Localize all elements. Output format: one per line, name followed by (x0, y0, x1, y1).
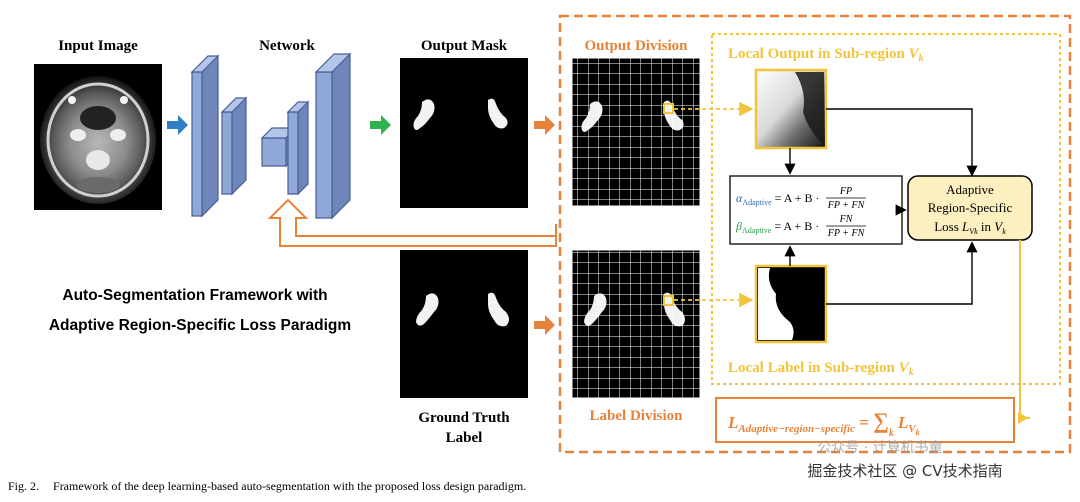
outer-dashed-frame (558, 14, 1072, 454)
formula-box: αAdaptive= A + B · FP FP + FN βAdaptive=… (729, 175, 903, 245)
adaptive-loss-box: Adaptive Region-Specific Loss LVk in Vk (907, 175, 1033, 241)
arrow-label-to-loss (826, 241, 978, 305)
local-label-title: Local Label in Sub-region Vk (728, 360, 914, 378)
network-blocks (190, 52, 352, 220)
ground-truth-image (400, 250, 528, 398)
input-image-title: Input Image (58, 38, 138, 54)
watermark-line2: 掘金技术社区 @ CV技术指南 (807, 462, 1002, 480)
figure-caption: Fig. 2.Framework of the deep learning-ba… (8, 479, 526, 493)
local-output-patch (754, 68, 828, 150)
network-title: Network (259, 38, 315, 54)
input-ct-image (34, 64, 162, 210)
inner-dotted-frame (711, 33, 1061, 385)
alpha-formula: αAdaptive= A + B · (736, 191, 820, 207)
arrow-output-to-loss (826, 108, 978, 177)
orange-arrow-top (534, 115, 555, 135)
output-mask-image (400, 58, 528, 208)
label-division-grid (571, 249, 701, 399)
adaptive-line2: Region-Specific (928, 200, 1013, 215)
adaptive-line3: Loss LVk in Vk (934, 219, 1006, 236)
framework-title-line1: Auto-Segmentation Framework with (62, 287, 327, 304)
output-mask-title: Output Mask (421, 38, 508, 54)
adaptive-line1: Adaptive (946, 182, 994, 197)
alpha-numerator: FP (839, 186, 852, 197)
blue-arrow (167, 115, 188, 135)
watermark-line1: 公众号 · 计算机书童 (817, 439, 942, 456)
output-division-grid (571, 57, 701, 207)
beta-denominator: FP + FN (827, 228, 866, 239)
alpha-denominator: FP + FN (827, 200, 866, 211)
orange-arrow-bottom (534, 315, 555, 335)
final-loss-formula: LAdaptive−region−specific = ∑kLVk (715, 397, 1015, 443)
subregion-marker-bottom (663, 295, 674, 306)
local-label-patch (754, 264, 828, 344)
beta-formula: βAdaptive= A + B · (735, 219, 819, 235)
local-output-title: Local Output in Sub-region Vk (728, 46, 924, 64)
ground-truth-title-2: Label (446, 430, 483, 446)
output-division-title: Output Division (585, 38, 689, 54)
label-division-title: Label Division (590, 408, 684, 424)
ground-truth-title-1: Ground Truth (418, 410, 510, 426)
final-loss-text: LAdaptive−region−specific = ∑kLVk (727, 408, 920, 439)
beta-numerator: FN (839, 214, 854, 225)
framework-title-line2: Adaptive Region-Specific Loss Paradigm (49, 317, 351, 334)
green-arrow (370, 115, 391, 135)
feedback-arrow (267, 198, 557, 247)
subregion-marker-top (663, 103, 674, 114)
gold-connector (1019, 240, 1030, 419)
